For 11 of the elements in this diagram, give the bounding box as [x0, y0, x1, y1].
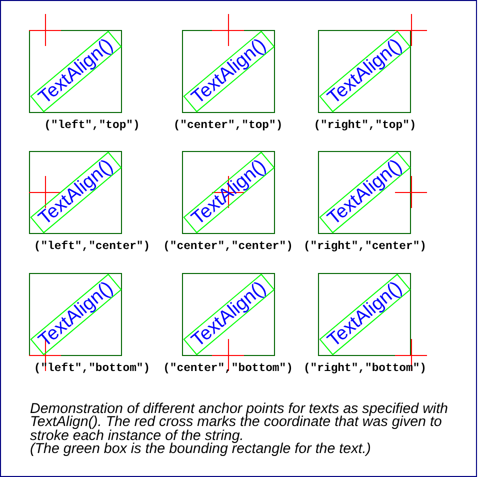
anchor-label: ("center","bottom")	[163, 363, 293, 375]
anchor-label: ("left","center")	[34, 241, 150, 253]
anchor-label: ("right","top")	[314, 120, 416, 132]
anchor-label: ("center","center")	[163, 241, 293, 253]
anchor-label: ("right","center")	[303, 241, 427, 253]
caption-text: Demonstration of different anchor points for texts as specified with TextAlign(). The red cross marks the coordinate that was given to stroke each instance of the string.	[30, 403, 449, 444]
anchor-label: ("left","top")	[44, 120, 140, 132]
note-text: (The green box is the bounding rectangle for the text.)	[30, 443, 372, 457]
anchor-label: ("right","bottom")	[303, 363, 427, 375]
anchor-label: ("left","bottom")	[34, 363, 150, 375]
anchor-label: ("center","top")	[173, 120, 283, 132]
